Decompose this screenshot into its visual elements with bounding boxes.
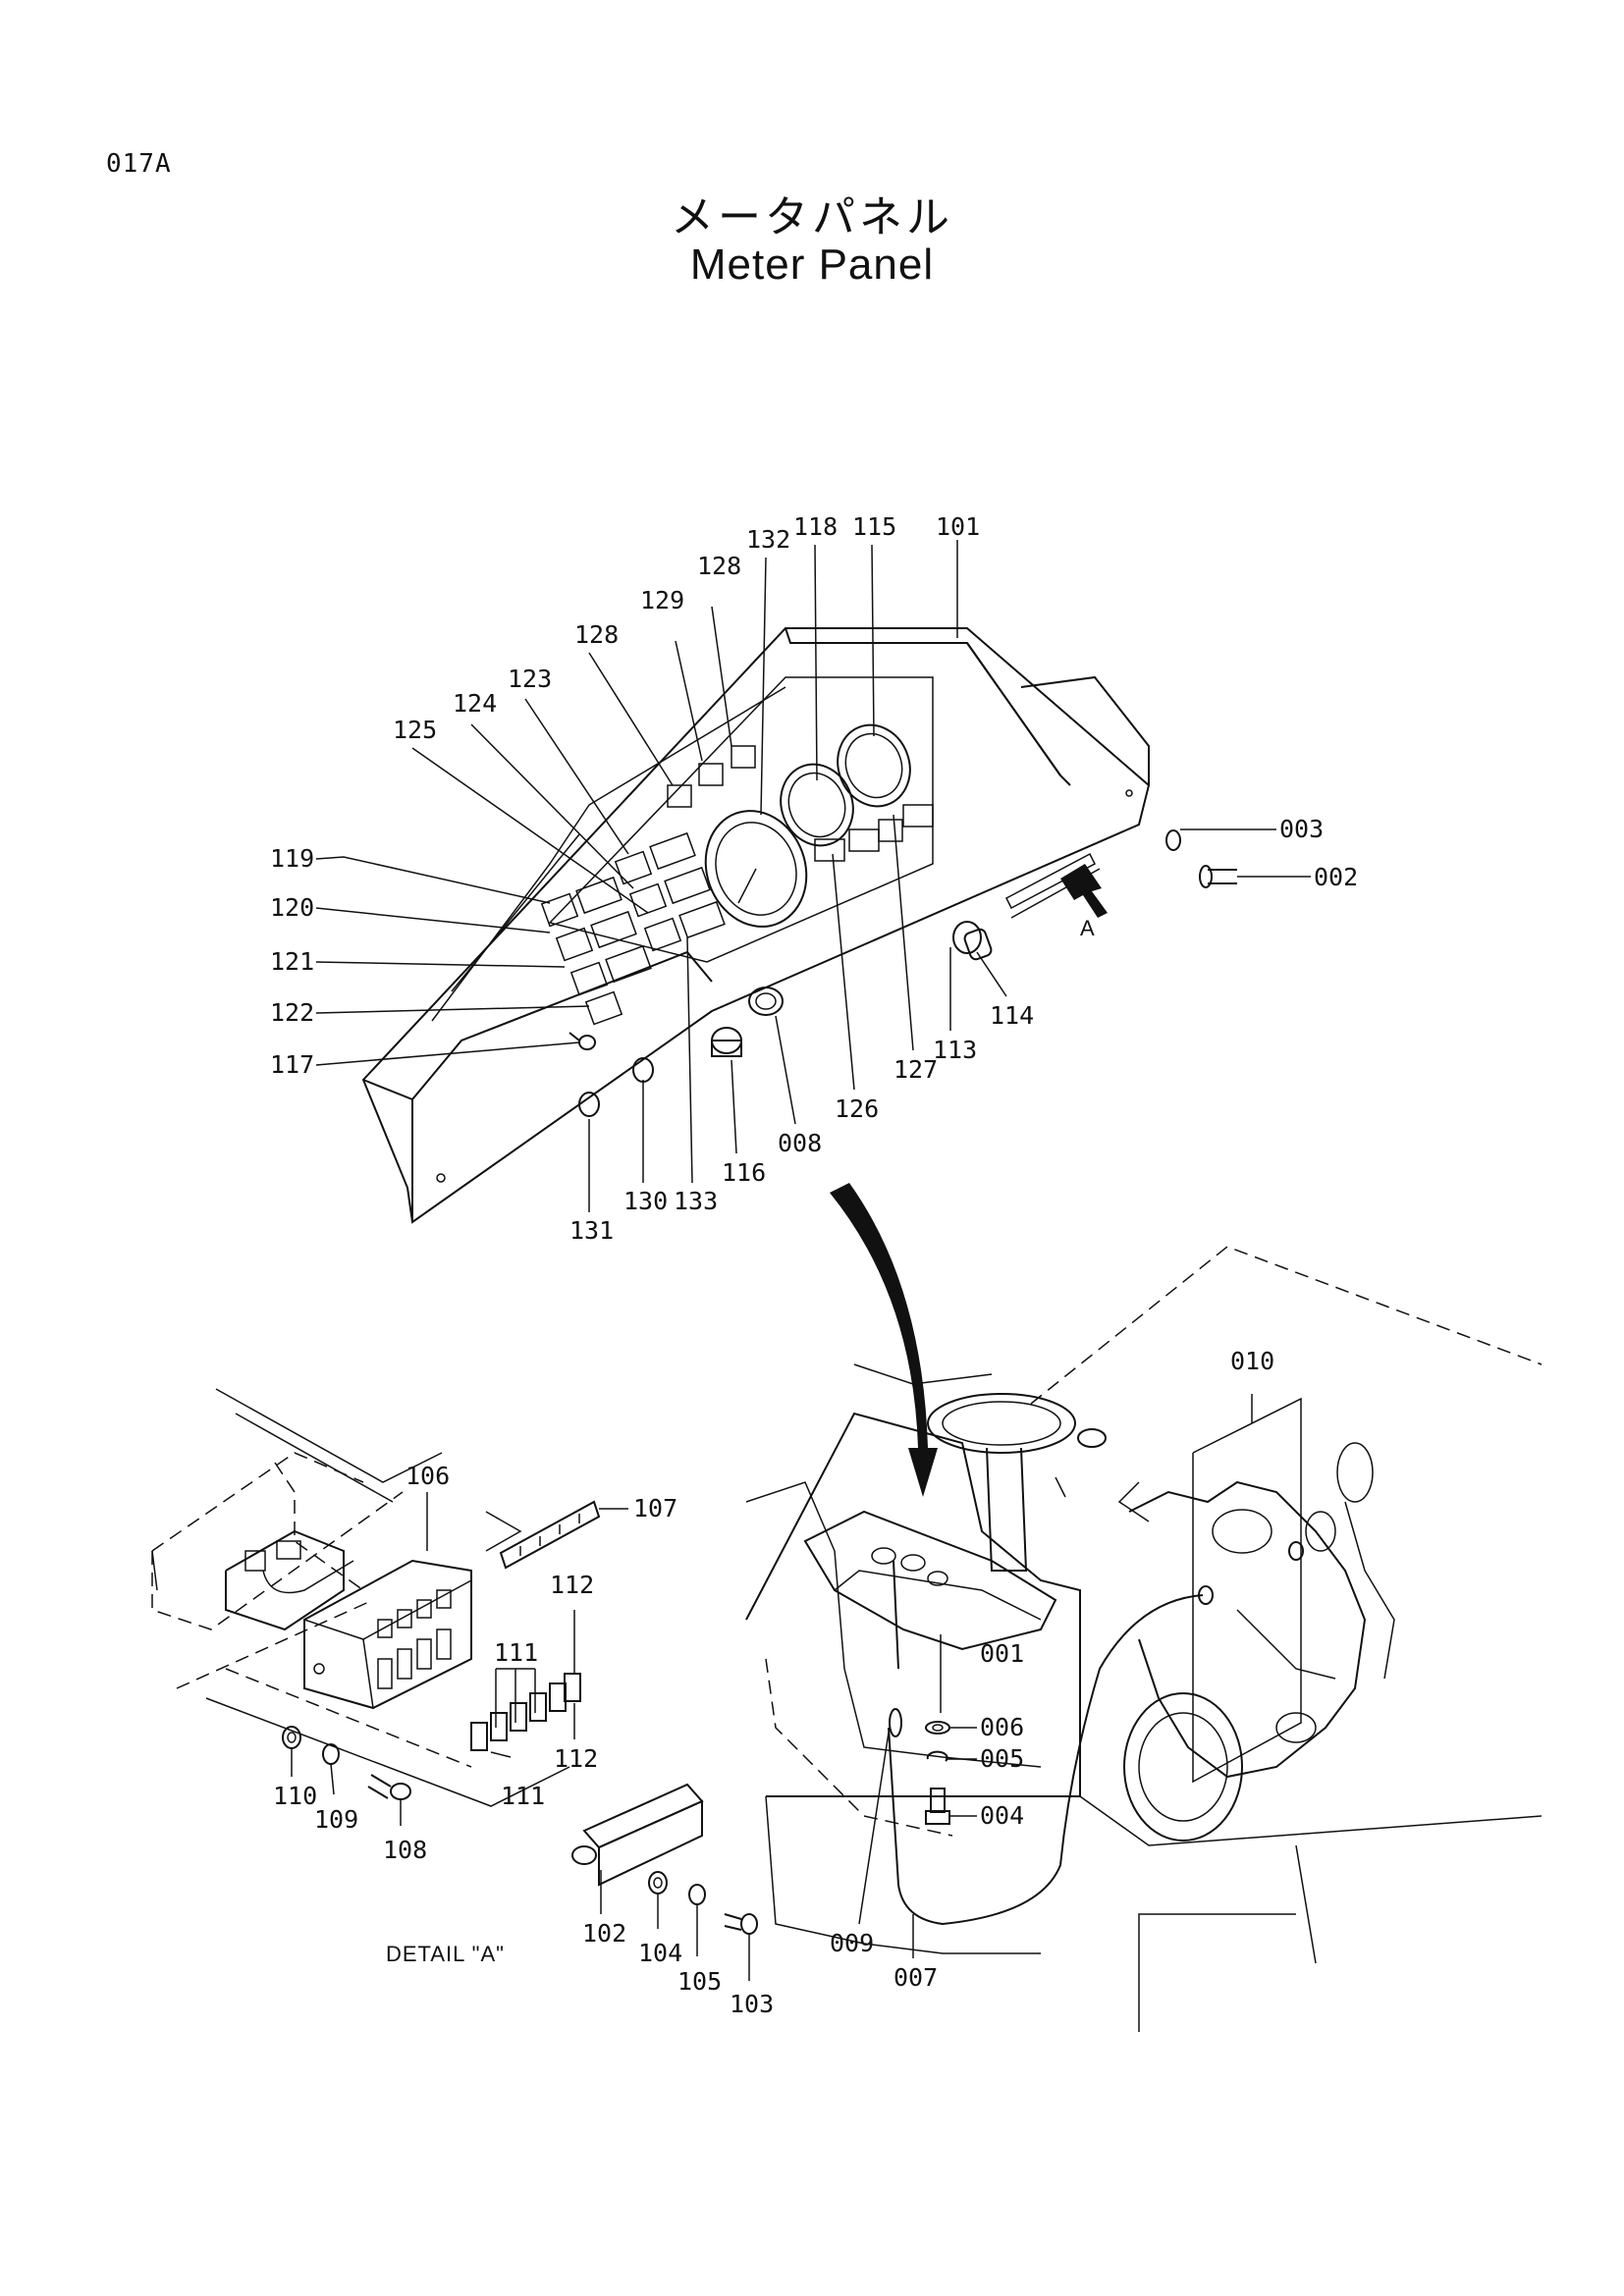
part-label-009: 009 (830, 1929, 874, 1957)
part-label-131: 131 (569, 1216, 614, 1245)
part-label-001: 001 (980, 1639, 1024, 1668)
part-label-120: 120 (270, 893, 314, 922)
part-label-132: 132 (746, 525, 790, 554)
title-english: Meter Panel (689, 240, 935, 289)
part-label-128-a: 128 (574, 620, 619, 649)
arrow-a-label: A (1080, 916, 1096, 940)
part-label-004: 004 (980, 1801, 1024, 1830)
part-label-010: 010 (1230, 1347, 1274, 1375)
part-label-112-a: 112 (550, 1571, 594, 1599)
part-label-126: 126 (835, 1095, 879, 1123)
part-label-133: 133 (674, 1187, 718, 1215)
part-label-123: 123 (508, 665, 552, 693)
part-label-124: 124 (453, 689, 497, 718)
part-label-005: 005 (980, 1744, 1024, 1773)
part-label-129: 129 (640, 586, 684, 614)
part-label-102: 102 (582, 1919, 626, 1948)
part-label-117: 117 (270, 1050, 314, 1079)
bolt-103 (724, 1913, 758, 1935)
detail-a-caption: DETAIL "A" (386, 1942, 505, 1966)
part-label-104: 104 (638, 1939, 682, 1967)
bolt-002 (1199, 865, 1237, 888)
part-label-008: 008 (778, 1129, 822, 1157)
part-label-007: 007 (893, 1963, 938, 1992)
page-code: 017A (106, 149, 172, 179)
meter-panel-drawing (361, 627, 1237, 1224)
part-label-127: 127 (893, 1055, 938, 1084)
part-label-101: 101 (936, 512, 980, 541)
part-label-106: 106 (406, 1462, 450, 1490)
part-label-003: 003 (1279, 815, 1324, 843)
part-label-105: 105 (677, 1967, 722, 1996)
part-label-128-b: 128 (697, 552, 741, 580)
indicator-grid (540, 745, 934, 1026)
part-label-119: 119 (270, 844, 314, 873)
arrow-a (1060, 864, 1108, 918)
part-label-118: 118 (793, 512, 838, 541)
part-label-112-b: 112 (554, 1744, 598, 1773)
machine-drawing (745, 1246, 1543, 2032)
part-label-114: 114 (990, 1001, 1034, 1030)
bolt-004 (925, 1788, 950, 1825)
part-label-108: 108 (383, 1836, 427, 1864)
title-japanese: メータパネル (671, 192, 953, 242)
location-arrow (830, 1183, 938, 1497)
part-label-110: 110 (273, 1782, 317, 1810)
bolt-108 (367, 1774, 411, 1800)
gauges (704, 723, 911, 928)
part-label-111-b: 111 (501, 1782, 545, 1810)
part-label-109: 109 (314, 1805, 358, 1834)
part-label-125: 125 (393, 716, 437, 744)
part-label-006: 006 (980, 1713, 1024, 1741)
part-label-116: 116 (722, 1158, 766, 1187)
key-switch (952, 921, 993, 961)
part-label-111-a: 111 (494, 1638, 538, 1667)
part-label-121: 121 (270, 947, 314, 976)
leader-lines (291, 540, 1311, 1981)
part-number-labels: 101 115 118 132 128 129 128 123 124 125 … (270, 512, 1358, 2018)
detail-a-drawing (151, 1388, 758, 1935)
part-label-115: 115 (852, 512, 896, 541)
part-label-002: 002 (1314, 863, 1358, 891)
part-label-113: 113 (933, 1036, 977, 1064)
part-label-103: 103 (730, 1990, 774, 2018)
part-label-107: 107 (633, 1494, 677, 1522)
part-label-122: 122 (270, 998, 314, 1027)
part-label-130: 130 (623, 1187, 668, 1215)
